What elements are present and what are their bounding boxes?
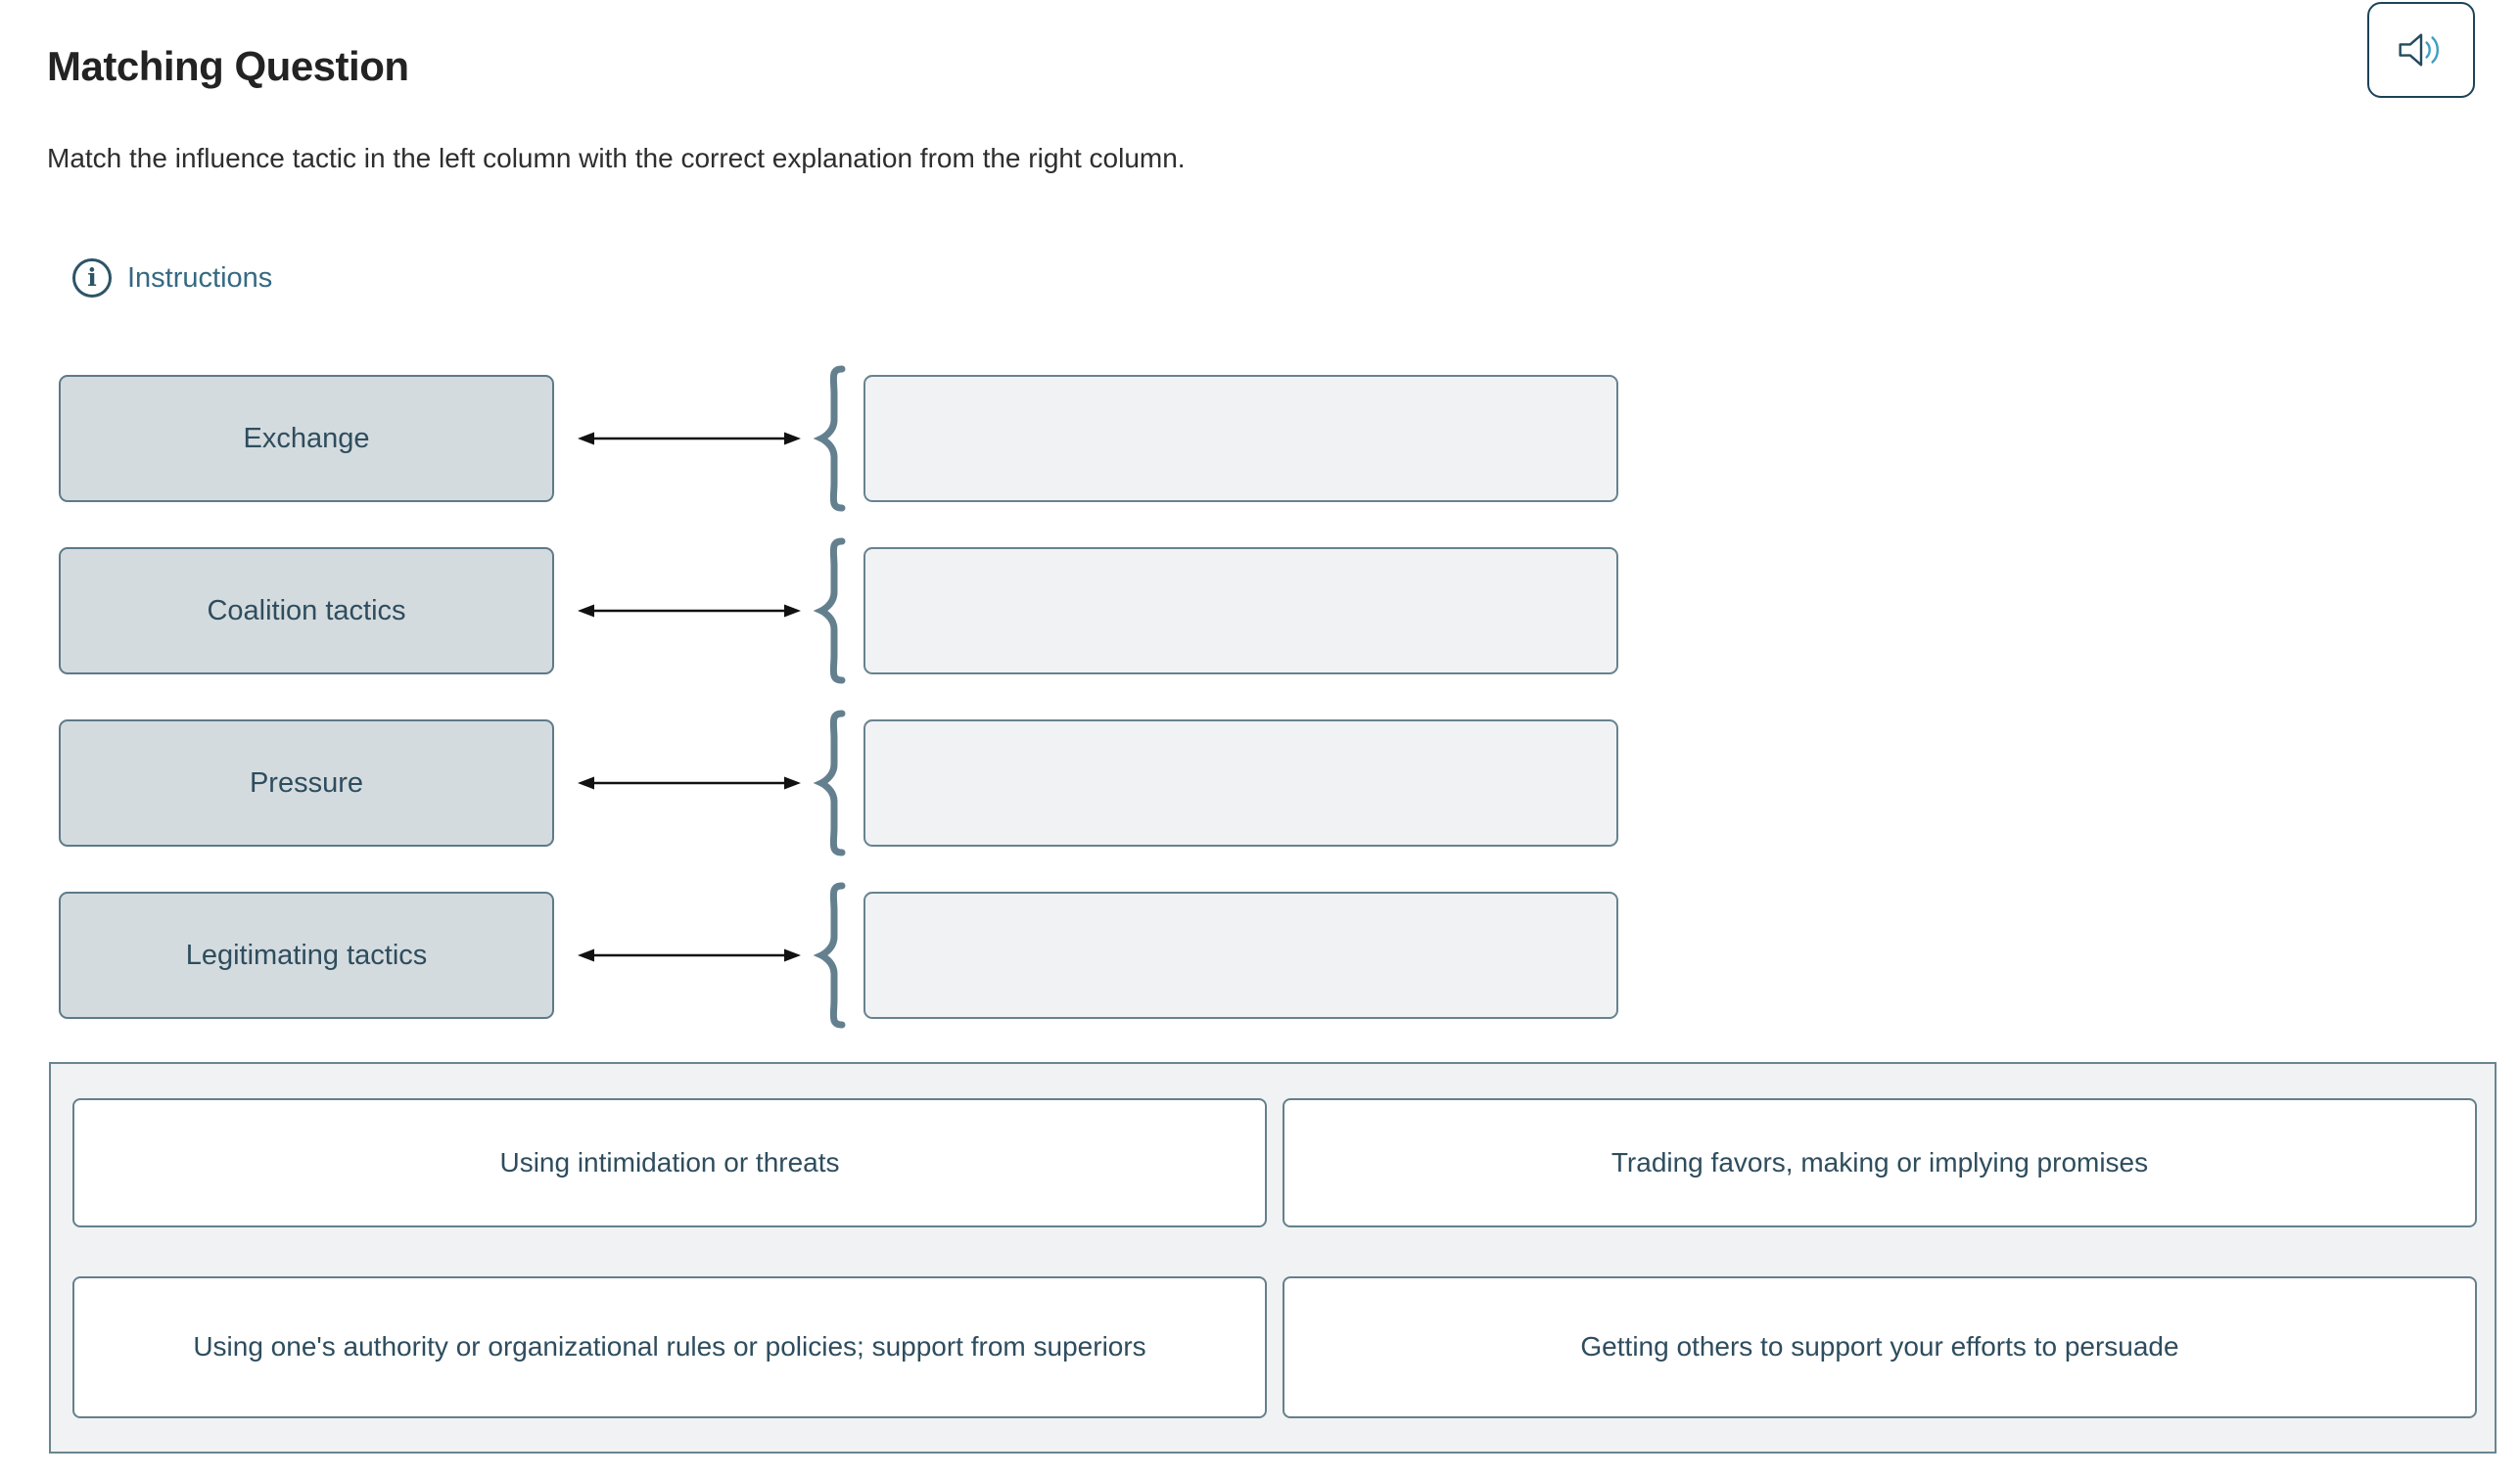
speaker-icon: [2396, 29, 2447, 70]
match-row: Legitimating tactics: [0, 882, 2520, 1029]
drop-zone-coalition-tactics[interactable]: [863, 547, 1618, 674]
answer-option[interactable]: Using one's authority or organizational …: [72, 1276, 1267, 1418]
drop-zone-pressure[interactable]: [863, 719, 1618, 847]
instructions-link[interactable]: i Instructions: [72, 258, 272, 298]
double-headed-arrow-icon: [578, 946, 801, 970]
tactic-box-pressure[interactable]: Pressure: [59, 719, 554, 847]
curly-brace-icon: [809, 537, 848, 689]
answer-option[interactable]: Using intimidation or threats: [72, 1098, 1267, 1227]
tactic-box-legitimating-tactics[interactable]: Legitimating tactics: [59, 892, 554, 1019]
tactic-box-exchange[interactable]: Exchange: [59, 375, 554, 502]
curly-brace-icon: [809, 710, 848, 861]
match-row: Coalition tactics: [0, 537, 2520, 684]
double-headed-arrow-icon: [578, 773, 801, 798]
double-headed-arrow-icon: [578, 601, 801, 625]
instructions-label: Instructions: [127, 261, 273, 294]
page-title: Matching Question: [47, 43, 409, 90]
audio-button[interactable]: [2367, 2, 2475, 98]
question-prompt: Match the influence tactic in the left c…: [47, 143, 1186, 173]
answer-bank: Using intimidation or threats Trading fa…: [49, 1062, 2497, 1454]
info-icon: i: [72, 258, 112, 298]
curly-brace-icon: [809, 365, 848, 517]
double-headed-arrow-icon: [578, 429, 801, 453]
drop-zone-exchange[interactable]: [863, 375, 1618, 502]
curly-brace-icon: [809, 882, 848, 1034]
answer-option[interactable]: Getting others to support your efforts t…: [1283, 1276, 2477, 1418]
match-row: Exchange: [0, 365, 2520, 512]
drop-zone-legitimating-tactics[interactable]: [863, 892, 1618, 1019]
match-row: Pressure: [0, 710, 2520, 856]
tactic-box-coalition-tactics[interactable]: Coalition tactics: [59, 547, 554, 674]
answer-option[interactable]: Trading favors, making or implying promi…: [1283, 1098, 2477, 1227]
